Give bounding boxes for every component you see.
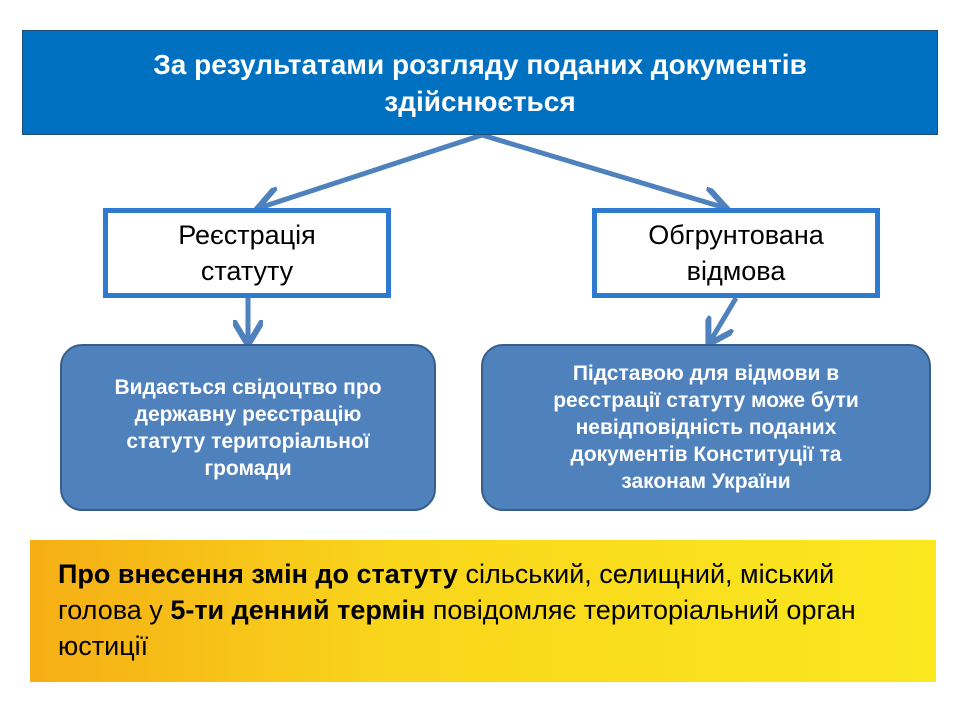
amendment-note: Про внесення змін до статуту сільський, … [30,540,936,682]
arrow-to-refusal [481,132,722,207]
certificate-detail-text: Видається свідоцтво про державну реєстра… [114,375,382,480]
registration-label-2: статуту [200,256,294,286]
refusal-detail-text: Підставою для відмови в реєстрації стату… [553,362,859,493]
note-bold-2: 5-ти денний термін [170,595,426,625]
registration-label-1: Реєстрація [178,220,316,250]
registration-box: Реєстрація статуту [103,208,391,298]
note-text-1: сільський, селищний, міський голова у [58,559,835,625]
header-box: За результатами розгляду поданих докумен… [22,30,938,135]
title-line2: здійснюється [384,85,576,117]
note-text-2: повідомляє територіальний орган юстиції [58,595,856,661]
refusal-label-2: відмова [686,256,786,286]
refusal-box: Обгрунтована відмова [592,208,880,298]
arrow-to-refusal-reason [711,296,739,340]
title-line1: За результатами розгляду поданих докумен… [153,48,807,80]
refusal-detail-box: Підставою для відмови в реєстрації стату… [481,344,931,511]
refusal-label-1: Обгрунтована [648,220,824,250]
note-bold-1: Про внесення змін до статуту [58,559,458,589]
certificate-detail-box: Видається свідоцтво про державну реєстра… [60,344,436,511]
arrow-to-registration [262,132,483,207]
